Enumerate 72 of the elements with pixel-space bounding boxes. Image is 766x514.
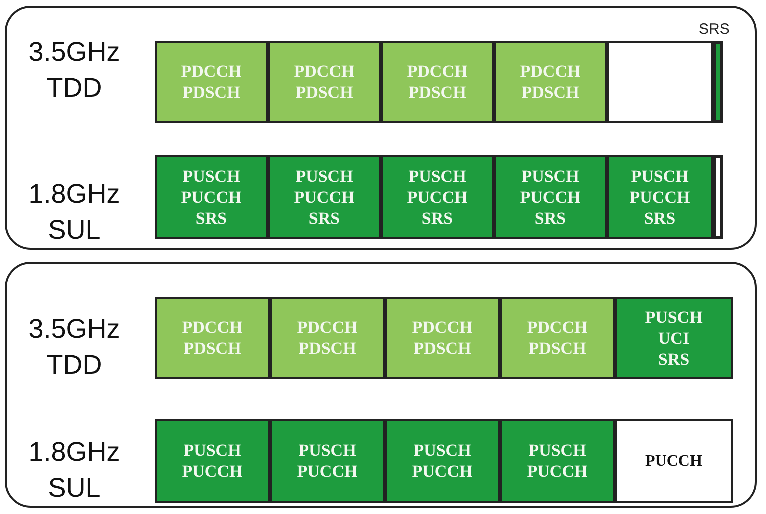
slot-box — [494, 155, 607, 239]
channel-name: PUCCH — [527, 461, 588, 482]
slot-box — [268, 41, 381, 123]
band-label: 3.5GHz TDD — [28, 313, 122, 382]
slot-box — [270, 419, 385, 503]
panel — [5, 6, 757, 250]
channel-name: PDCCH — [527, 317, 588, 338]
channel-name: PUSCH — [522, 166, 580, 186]
channel-name: PUSCH — [408, 166, 466, 186]
slot-box — [385, 297, 500, 379]
slot-bar — [713, 41, 723, 123]
channel-name: PDCCH — [294, 61, 355, 82]
slot-box — [607, 155, 713, 239]
band-label: 1.8GHz SUL — [28, 178, 122, 247]
channel-name: PUCCH — [407, 186, 468, 208]
channel-name: PDCCH — [182, 317, 243, 338]
channel-name: PDSCH — [528, 338, 586, 359]
slot-bar — [713, 155, 723, 239]
slot-box — [494, 41, 607, 123]
panel — [5, 262, 757, 508]
channel-name: PDSCH — [414, 338, 472, 359]
channel-name: PUCCH — [646, 452, 702, 472]
channel-name: PDSCH — [408, 82, 466, 103]
channel-name: PUCCH — [297, 461, 358, 482]
slot-box — [155, 155, 268, 239]
channel-name: PUCCH — [181, 186, 242, 208]
channel-name: PUSCH — [631, 166, 689, 186]
slot-box — [615, 419, 733, 503]
channel-name: PUCCH — [630, 186, 690, 208]
channel-name: PUSCH — [528, 440, 586, 461]
channel-name: PUCCH — [182, 461, 243, 482]
channel-name: PDCCH — [407, 61, 468, 82]
channel-name: SRS — [422, 208, 454, 228]
channel-name: UCI — [658, 328, 690, 348]
slot-box — [500, 419, 615, 503]
slot-box — [155, 419, 270, 503]
slot-caption: SRS — [699, 21, 730, 38]
slot-box — [500, 297, 615, 379]
slot-box — [270, 297, 385, 379]
channel-name: SRS — [196, 208, 228, 228]
channel-name: SRS — [658, 348, 690, 370]
channel-name: PUSCH — [182, 166, 240, 186]
channel-name: PUSCH — [645, 306, 703, 328]
channel-name: PDSCH — [296, 82, 354, 103]
channel-name: PUSCH — [296, 166, 354, 186]
channel-name: PUSCH — [298, 440, 356, 461]
slot-box — [381, 41, 494, 123]
channel-name: SRS — [308, 208, 340, 228]
slot-box — [381, 155, 494, 239]
channel-name: SRS — [644, 208, 676, 228]
channel-name: SRS — [534, 208, 566, 228]
channel-name: PUSCH — [414, 440, 472, 461]
channel-name: PDCCH — [181, 61, 242, 82]
band-label: 1.8GHz SUL — [28, 436, 122, 505]
channel-name: PDSCH — [184, 338, 242, 359]
channel-name: PUCCH — [412, 461, 473, 482]
slot-box — [615, 297, 733, 379]
slot-box — [155, 297, 270, 379]
slot-box — [385, 419, 500, 503]
channel-name: PDSCH — [522, 82, 580, 103]
channel-name: PDCCH — [520, 61, 581, 82]
channel-name: PDSCH — [182, 82, 240, 103]
channel-name: PDCCH — [297, 317, 358, 338]
channel-name: PDSCH — [298, 338, 356, 359]
band-label: 3.5GHz TDD — [28, 36, 122, 105]
slot-box — [607, 41, 713, 123]
slot-box — [268, 155, 381, 239]
channel-name: PUSCH — [184, 440, 242, 461]
slot-box — [155, 41, 268, 123]
channel-name: PUCCH — [520, 186, 581, 208]
channel-name: PUCCH — [294, 186, 355, 208]
channel-name: PDCCH — [412, 317, 473, 338]
